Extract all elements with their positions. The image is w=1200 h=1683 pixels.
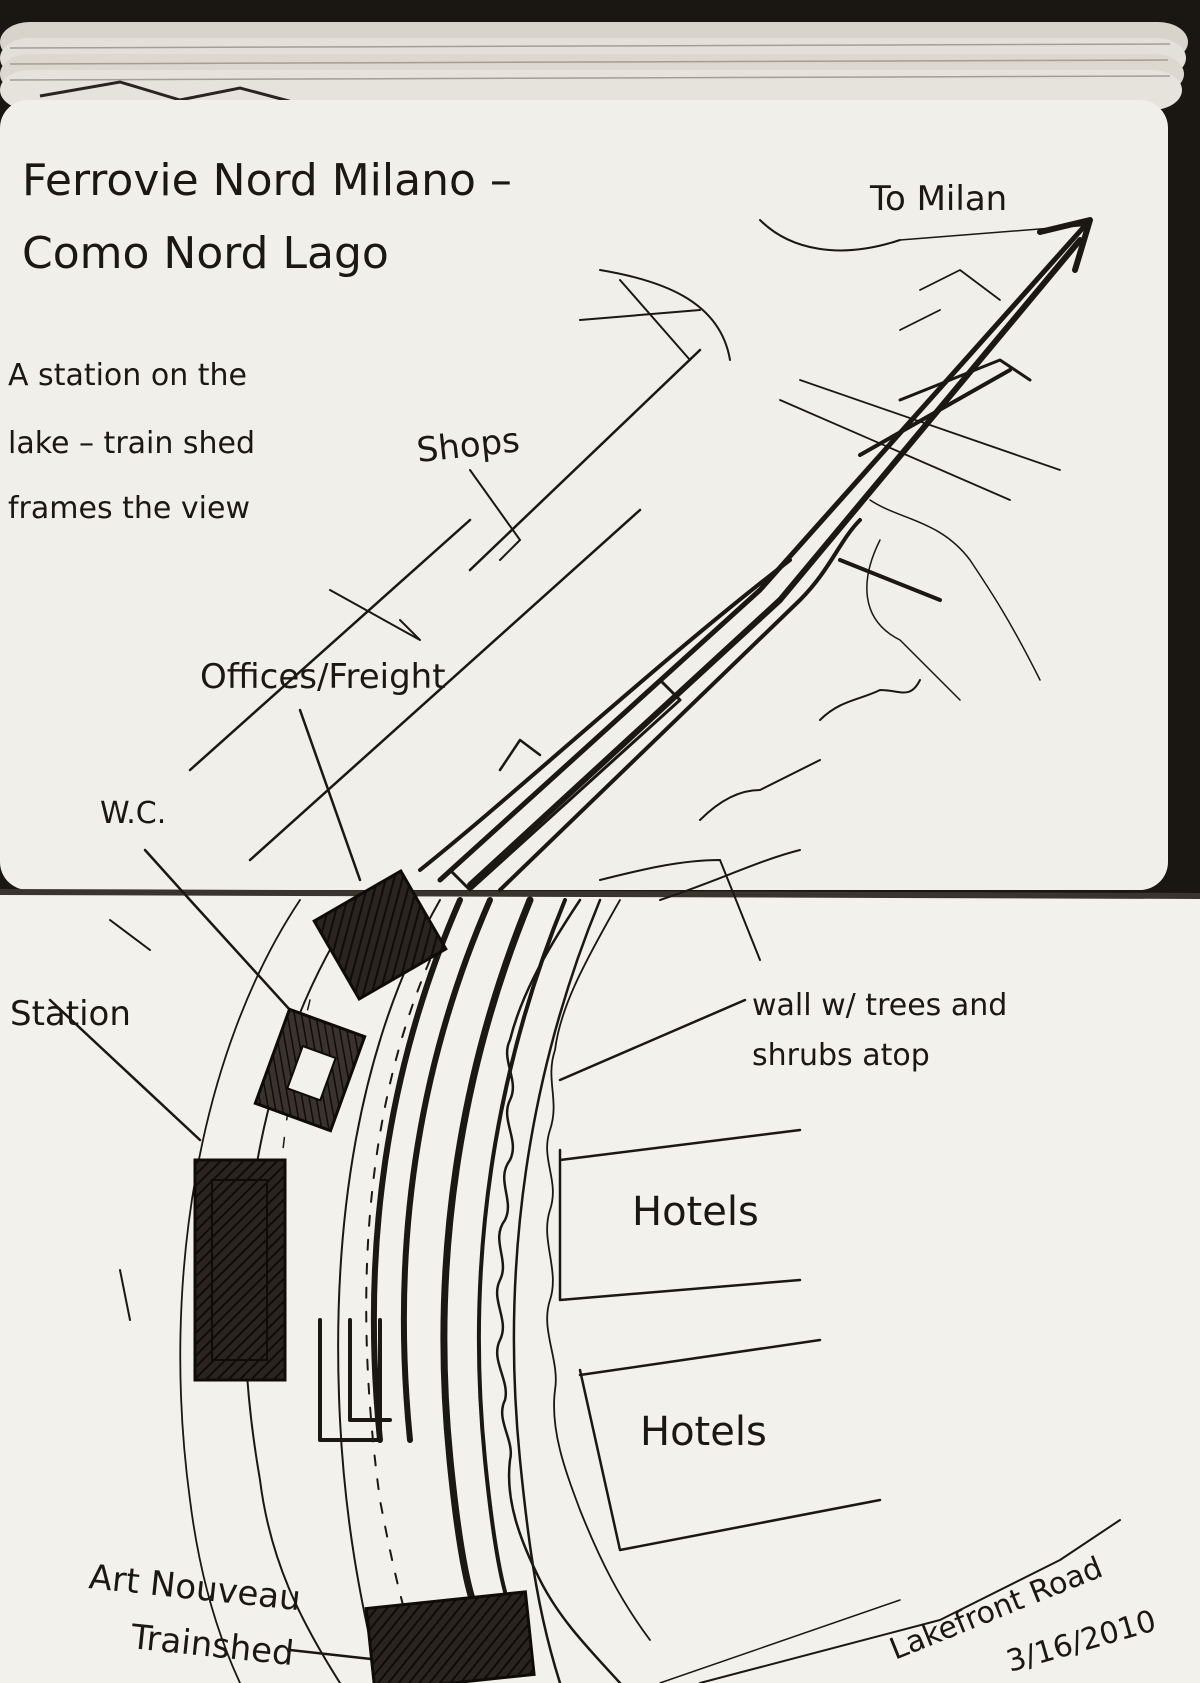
- hotels-label-1: Hotels: [632, 1189, 759, 1235]
- to-milan-label: To Milan: [869, 179, 1007, 219]
- title-line-1: Ferrovie Nord Milano –: [22, 155, 512, 206]
- note-line-3: frames the view: [8, 491, 250, 526]
- wc-building: [312, 868, 448, 1002]
- leader-wall: [558, 998, 747, 1082]
- buildings: [193, 868, 536, 1683]
- hotels-label-2: Hotels: [640, 1409, 767, 1455]
- wc-label: W.C.: [100, 796, 166, 831]
- station-label: Station: [10, 994, 131, 1034]
- station-building: [193, 1158, 287, 1382]
- title-line-2: Como Nord Lago: [22, 228, 389, 279]
- note-line-1: A station on the: [8, 358, 247, 393]
- note-line-2: lake – train shed: [8, 426, 255, 461]
- lower-page: [0, 895, 1200, 1683]
- wall-label-line-2: shrubs atop: [752, 1038, 930, 1073]
- leader-trainshed: [288, 1648, 382, 1662]
- leader-station: [48, 998, 202, 1142]
- leader-wc: [143, 848, 292, 1012]
- wall-label-line-1: wall w/ trees and: [752, 988, 1007, 1023]
- offices-freight-label: Offices/Freight: [200, 657, 446, 697]
- page-fold: [0, 889, 1200, 899]
- trainshed-building: [364, 1590, 536, 1683]
- leader-offices: [298, 708, 362, 882]
